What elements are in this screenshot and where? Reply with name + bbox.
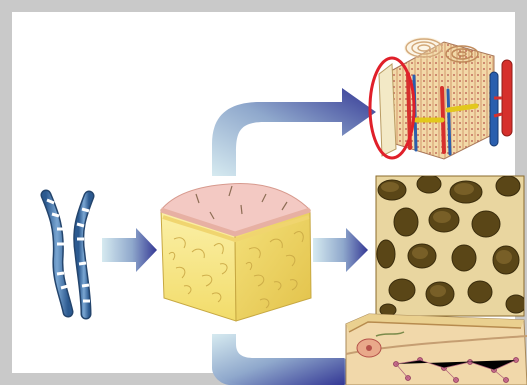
arrow-to-tissue [102,228,157,272]
blood-vessel-icon [490,60,512,146]
diagram-canvas [24,24,527,385]
bone-marrow-section-icon [346,314,527,385]
compact-bone-osteon-icon [370,37,512,159]
arrow-to-cortical-bone [212,88,376,176]
chromosome-pair-icon [46,195,90,314]
tissue-cube-icon [161,184,311,321]
arrow-to-spongy-bone [313,228,368,272]
spongy-bone-icon [376,175,526,316]
